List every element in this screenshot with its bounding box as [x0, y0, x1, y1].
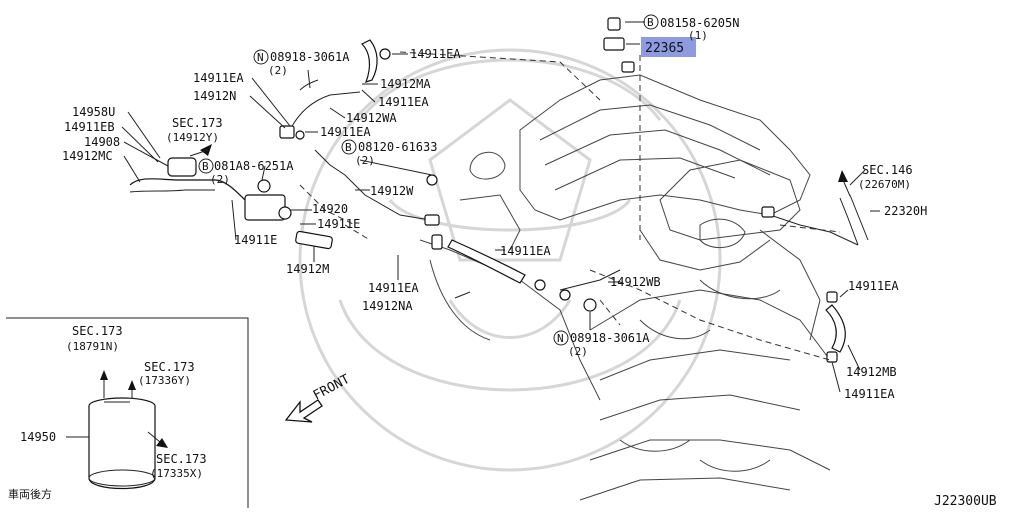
label-bolt-b2[interactable]: 08120-61633 — [358, 140, 437, 154]
label-14920[interactable]: 14920 — [312, 202, 348, 216]
svg-text:B: B — [647, 16, 654, 29]
label-hose-mc[interactable]: 14912MC — [62, 149, 113, 163]
marker-n-top — [253, 49, 269, 65]
label-nut-low-qty: (2) — [568, 345, 588, 358]
diagram-id: J22300UB — [934, 494, 997, 509]
label-14958u[interactable]: 14958U — [72, 105, 115, 119]
label-clip-right2[interactable]: 14911EA — [844, 387, 895, 401]
label-hose-h[interactable]: 22320H — [884, 204, 927, 218]
label-inset-sec1-ref: (18791N) — [66, 340, 119, 353]
label-clip-left2[interactable]: 14911EA — [320, 125, 371, 139]
label-clip-ma[interactable]: 14911EA — [378, 95, 429, 109]
arrows — [189, 144, 851, 423]
label-22365[interactable]: 22365 — [645, 41, 684, 56]
label-hose-n[interactable]: 14912N — [193, 89, 236, 103]
highlight-22365[interactable] — [641, 37, 696, 57]
label-bolt-top[interactable]: 08158-6205N — [660, 16, 739, 30]
engine-assembly — [419, 74, 831, 501]
hose-assembly-left — [129, 39, 621, 312]
label-clip-e2[interactable]: 14911E — [234, 233, 277, 247]
label-inset-sec1[interactable]: SEC.173 — [72, 324, 123, 338]
label-hose-w[interactable]: 14912W — [370, 184, 414, 198]
leader-lines — [121, 21, 880, 393]
label-front: FRONT — [311, 372, 353, 404]
label-inset-caption: 車両後方 — [8, 487, 52, 501]
label-inset-sec2-ref: (17336Y) — [138, 374, 191, 387]
canister-inset — [6, 317, 249, 508]
circle-markers: B N B B N — [198, 14, 659, 346]
marker-b-mid — [198, 158, 214, 174]
label-inset-sec3[interactable]: SEC.173 — [156, 452, 207, 466]
label-canister[interactable]: 14950 — [20, 430, 56, 444]
label-nut-top-qty: (2) — [268, 64, 288, 77]
label-sec173-a-ref: (14912Y) — [166, 131, 219, 144]
svg-text:N: N — [257, 51, 264, 64]
marker-n-low — [553, 330, 569, 346]
label-clip-e1[interactable]: 14911E — [317, 217, 360, 231]
marker-b-top — [643, 14, 659, 30]
label-nut-top[interactable]: 08918-3061A — [270, 50, 350, 64]
label-bolt-mid-qty: (2) — [210, 173, 230, 186]
label-sec173-a[interactable]: SEC.173 — [172, 116, 223, 130]
svg-text:N: N — [557, 332, 564, 345]
label-hose-mb[interactable]: 14912MB — [846, 365, 897, 379]
svg-text:B: B — [202, 160, 209, 173]
label-hose-wa[interactable]: 14912WA — [346, 111, 397, 125]
sensor-22365 — [603, 17, 635, 73]
watermark-emblem — [298, 48, 722, 472]
front-arrow — [284, 399, 323, 423]
label-nut-low[interactable]: 08918-3061A — [570, 331, 650, 345]
label-sec146-ref: (22670M) — [858, 178, 911, 191]
hose-assembly-right — [761, 194, 869, 363]
reference-lines — [299, 51, 841, 361]
label-hose-wb[interactable]: 14912WB — [610, 275, 661, 289]
label-bolt-b2-qty: (2) — [355, 154, 375, 167]
arrow-sec146 — [838, 170, 848, 182]
label-14911eb[interactable]: 14911EB — [64, 120, 115, 134]
label-14908[interactable]: 14908 — [84, 135, 120, 149]
label-sec146[interactable]: SEC.146 — [862, 163, 913, 177]
label-bolt-mid[interactable]: 081A8-6251A — [214, 159, 294, 173]
label-hose-na[interactable]: 14912NA — [362, 299, 413, 313]
arrow-sec173-a — [200, 144, 212, 156]
label-hose-ma[interactable]: 14912MA — [380, 77, 431, 91]
label-hose-m[interactable]: 14912M — [286, 262, 329, 276]
label-inset-sec3-ref: (17335X) — [150, 467, 203, 480]
label-clip-top[interactable]: 14911EA — [410, 47, 461, 61]
label-bolt-top-qty: (1) — [688, 29, 708, 42]
label-clip-right1[interactable]: 14911EA — [848, 279, 899, 293]
label-clip-left-top[interactable]: 14911EA — [193, 71, 244, 85]
marker-b-2 — [341, 139, 357, 155]
label-clip-low[interactable]: 14911EA — [368, 281, 419, 295]
label-inset-sec2[interactable]: SEC.173 — [144, 360, 195, 374]
part-labels: 08158-6205N (1) 22365 08918-3061A (2) 14… — [8, 16, 997, 509]
svg-text:B: B — [345, 141, 352, 154]
label-clip-mid[interactable]: 14911EA — [500, 244, 551, 258]
